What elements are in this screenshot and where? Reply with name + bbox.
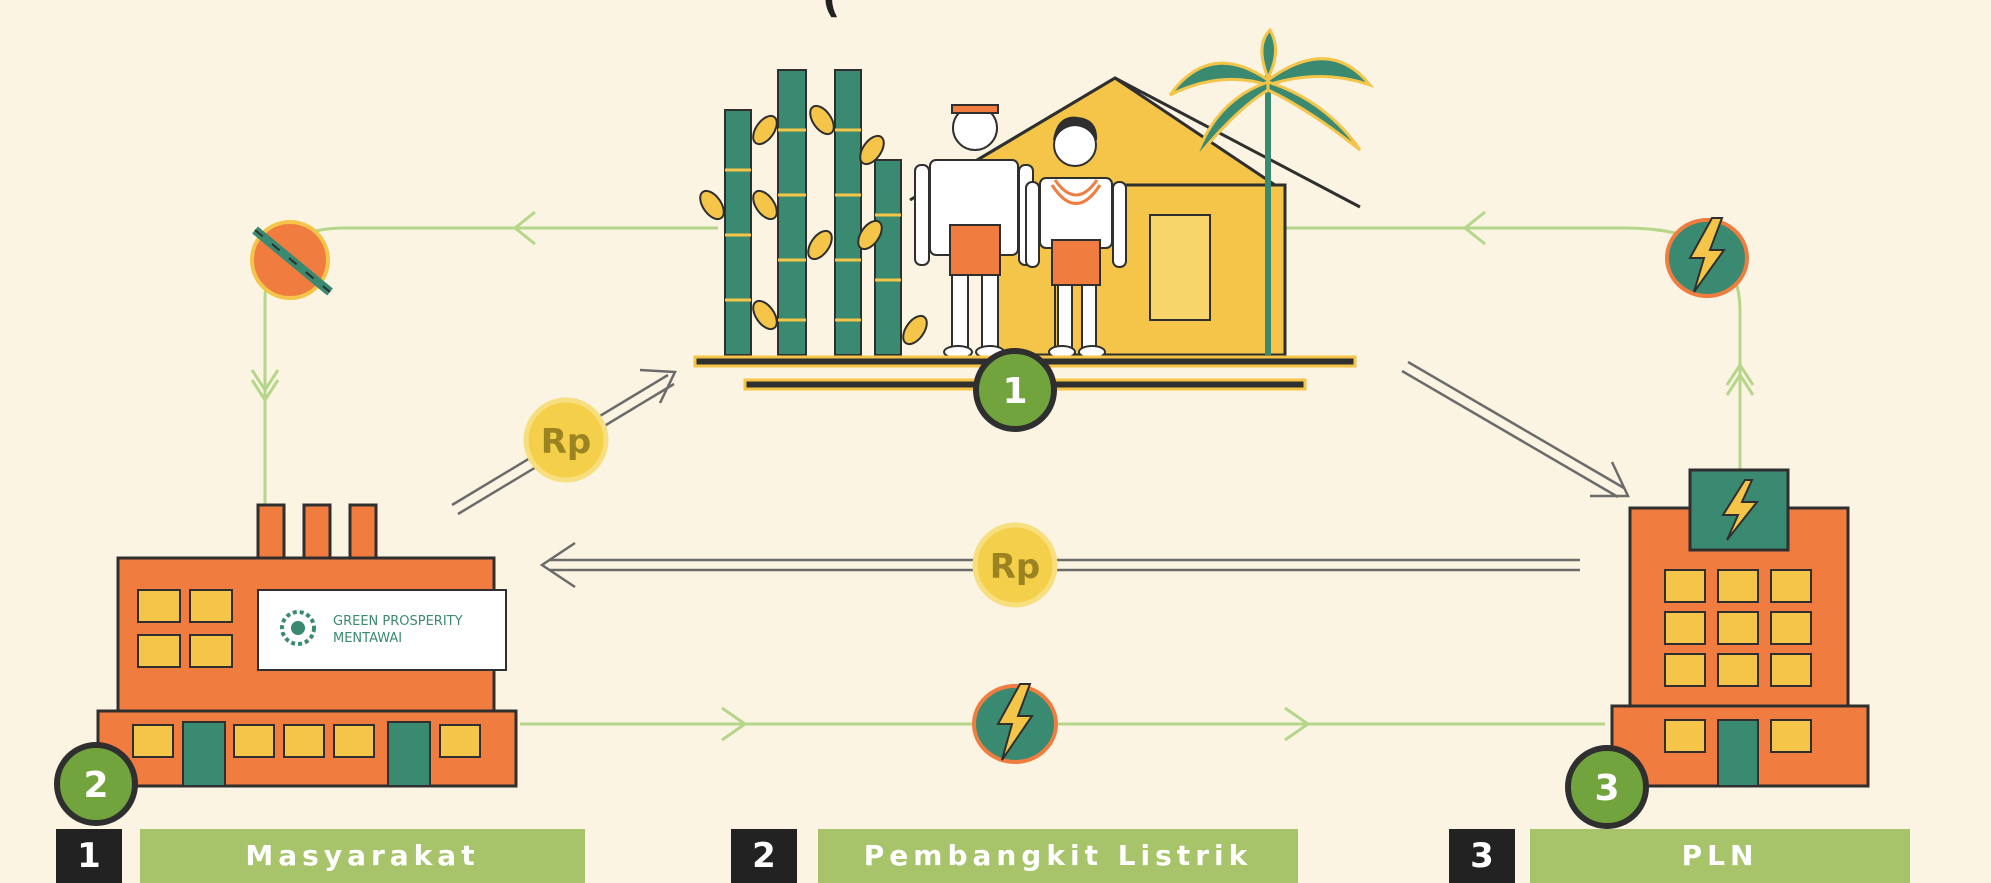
community-illustration [695, 30, 1370, 389]
power-plant-building [98, 505, 516, 786]
node-badge-1: 1 [976, 351, 1054, 429]
legend-label-masyarakat: Masyarakat [140, 829, 585, 883]
rp-coin-icon-center: Rp [975, 525, 1055, 605]
bamboo-badge-icon [252, 222, 330, 298]
svg-text:3: 3 [1594, 768, 1619, 809]
node-badge-3: 3 [1568, 748, 1646, 826]
legend-number-1: 1 [56, 829, 122, 883]
legend-label-pembangkit-listrik: Pembangkit Listrik [818, 829, 1298, 883]
legend-number-3: 3 [1449, 829, 1515, 883]
factory-sign-line2: MENTAWAI [333, 631, 402, 646]
rp-coin-icon-left: Rp [526, 400, 606, 480]
payment-arrow-to-factory [542, 543, 1580, 587]
legend-label-pln: PLN [1530, 829, 1910, 883]
svg-text:1: 1 [1002, 371, 1027, 412]
svg-text:2: 2 [83, 765, 108, 806]
legend-number-2: 2 [731, 829, 797, 883]
arrow-community-to-pln [1402, 362, 1628, 497]
node-badge-2: 2 [57, 745, 135, 823]
coin-label-left: Rp [541, 422, 592, 462]
lightning-badge-icon-center [974, 684, 1056, 762]
factory-sign-line1: GREEN PROSPERITY [333, 614, 463, 629]
title-fragment: ( [822, 0, 840, 22]
lightning-badge-icon-top-right [1667, 218, 1747, 296]
coin-label-center: Rp [990, 547, 1041, 587]
electricity-supply-line [520, 708, 1605, 740]
